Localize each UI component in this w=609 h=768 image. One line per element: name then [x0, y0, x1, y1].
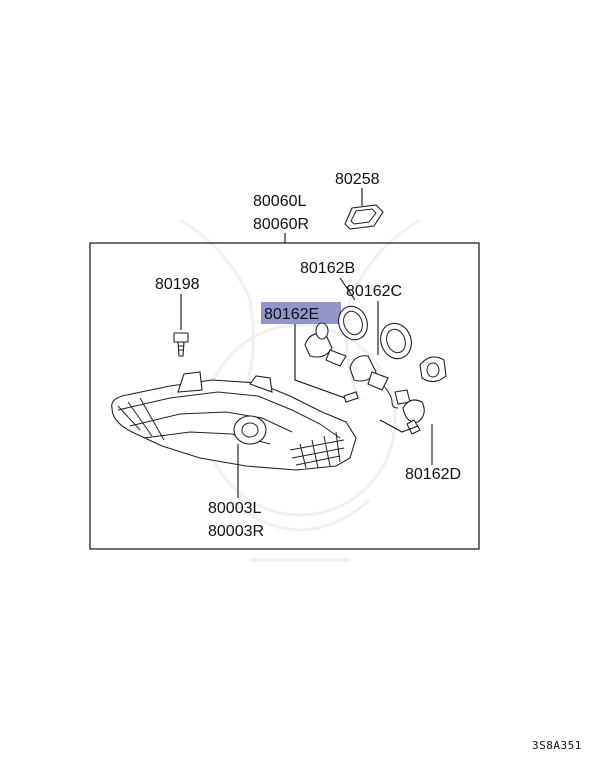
callout-bulb-b: 80162B: [300, 260, 355, 277]
bulb-b-part: [338, 305, 368, 341]
bulb-e-part: [304, 322, 347, 367]
bulb-d-part: [402, 399, 425, 435]
callout-housing-right: 80060R: [253, 216, 309, 233]
screw-part: [173, 332, 189, 357]
small-screw-part: [343, 391, 359, 403]
callout-bulb-d: 80162D: [405, 466, 461, 483]
callout-socket-c: 80162C: [346, 283, 402, 300]
bulb-socket-part: [419, 356, 447, 383]
callout-highlight: [261, 302, 341, 324]
callout-lens-left: 80003L: [208, 500, 261, 517]
callout-lens-right: 80003R: [208, 523, 264, 540]
callout-housing-left: 80060L: [253, 193, 306, 210]
watermark-emblem: [179, 218, 421, 562]
bulb-c-part: [349, 355, 399, 409]
callout-screw: 80198: [155, 276, 200, 293]
callout-bulb-e[interactable]: 80162E: [264, 306, 319, 323]
figure-code: 3S8A351: [532, 739, 582, 752]
callout-gasket: 80258: [335, 171, 380, 188]
headlamp-housing-part: [111, 371, 357, 471]
socket-c-part: [380, 322, 412, 360]
gasket-part: [344, 204, 384, 230]
